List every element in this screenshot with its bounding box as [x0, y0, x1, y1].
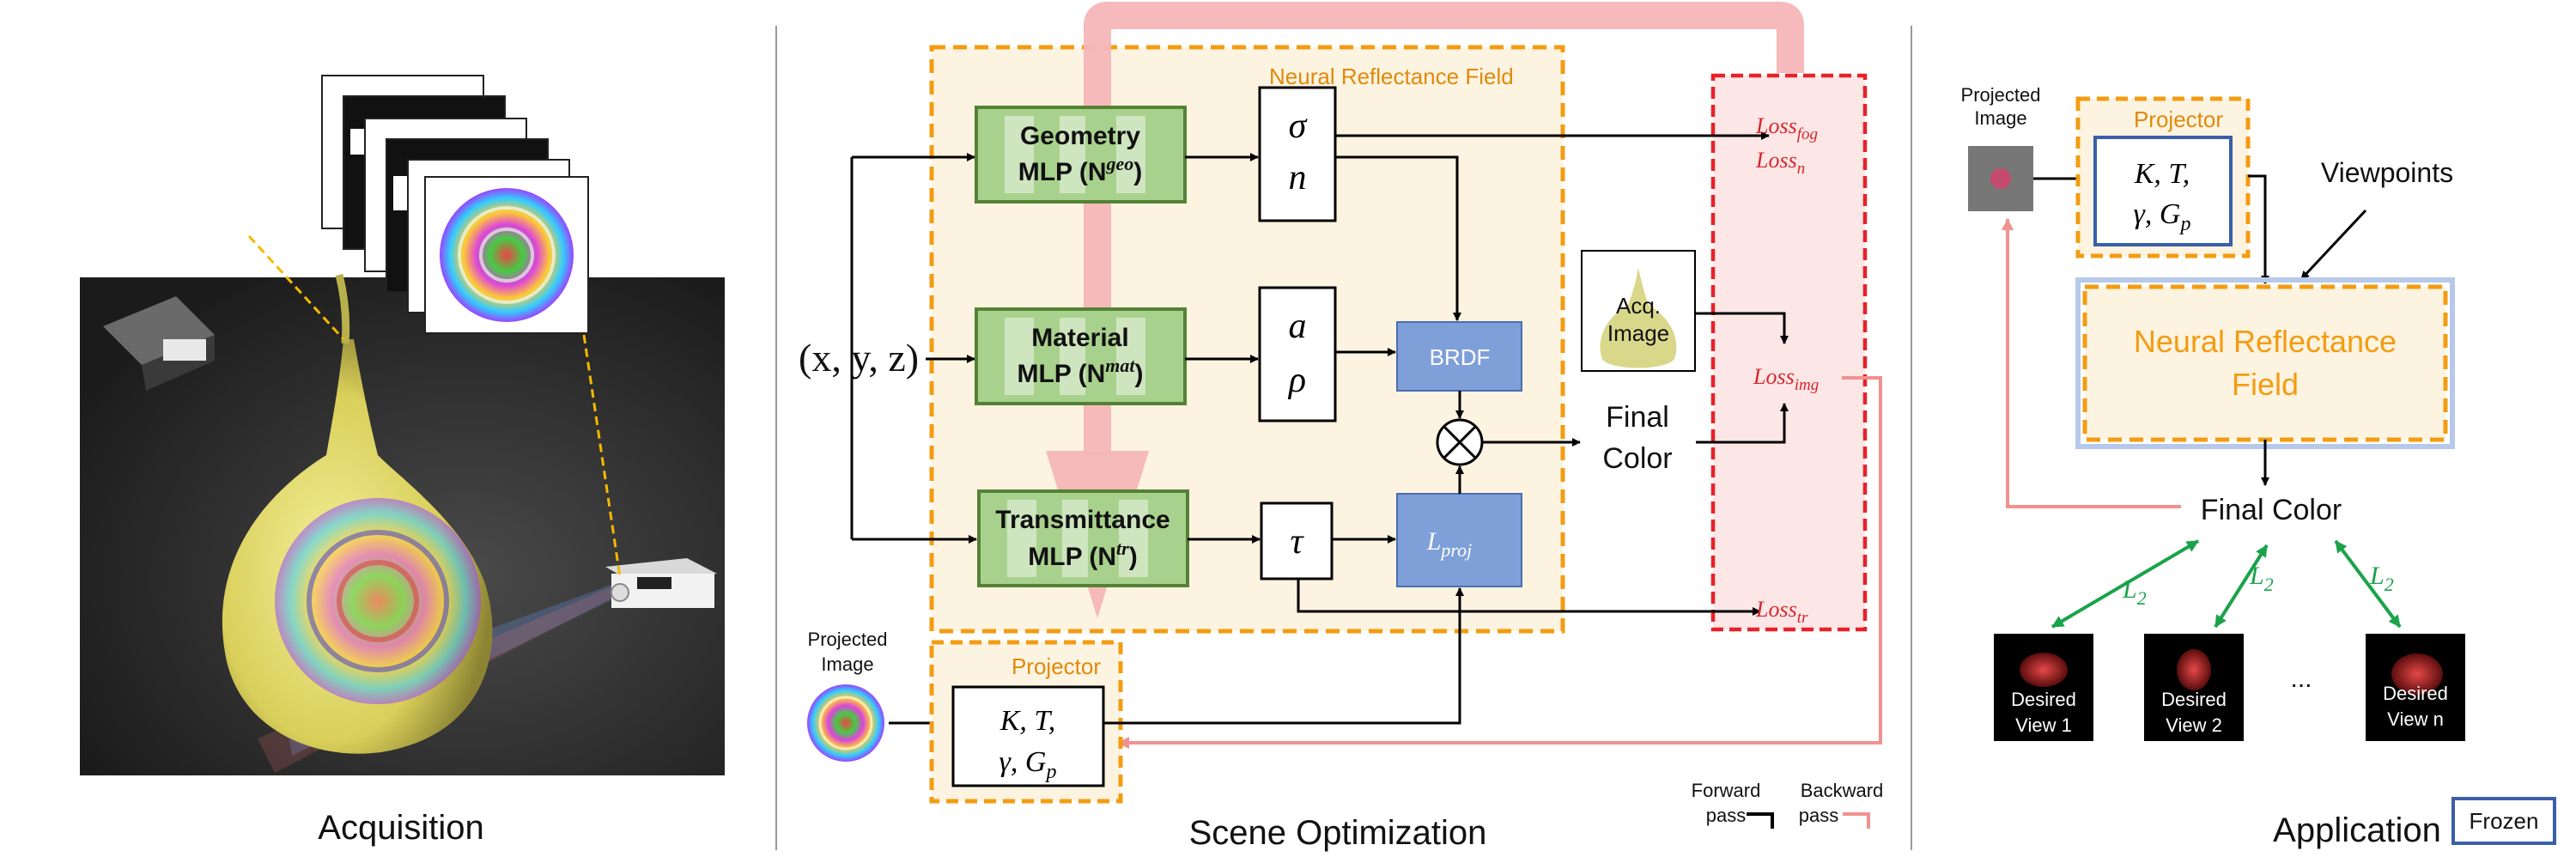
backward-path-projector — [1117, 376, 1882, 749]
app-projected-image-label: Image — [1974, 107, 2026, 129]
l2-label: L2 — [2369, 562, 2394, 595]
transmittance-output-box: τ — [1260, 501, 1334, 580]
frozen-legend-box — [2451, 797, 2556, 845]
projector-label: Projector — [1012, 653, 1101, 679]
svg-text:Acq.: Acq. — [1616, 293, 1661, 319]
acquisition-title: Acquisition — [318, 809, 483, 847]
final-color-label: Color — [1602, 442, 1672, 475]
input-coordinates: (x, y, z) — [799, 336, 919, 380]
svg-text:n: n — [1289, 158, 1307, 198]
loss-tr: Losstr — [1755, 597, 1808, 627]
geometry-mlp: Geometry MLP (Ngeo) — [975, 106, 1187, 204]
loss-n: Lossn — [1755, 148, 1805, 178]
scene-optimization-title: Scene Optimization — [1189, 814, 1487, 852]
brdf-label: BRDF — [1430, 344, 1491, 370]
frozen-legend-label: Frozen — [2470, 808, 2539, 834]
app-projector-params-box — [2093, 136, 2233, 246]
desired-view-1: Desired View 1 — [1994, 634, 2093, 741]
application-panel: Projected Image Projector K, T, γ, Gp Vi… — [1961, 84, 2556, 849]
svg-text:γ, Gp: γ, Gp — [2134, 198, 2191, 235]
app-backward-path — [2002, 218, 2181, 508]
svg-text:Geometry: Geometry — [1020, 122, 1140, 150]
svg-text:MLP (Ntr): MLP (Ntr) — [1028, 538, 1137, 571]
l2-arrow — [2214, 544, 2269, 629]
svg-text:Field: Field — [2232, 367, 2299, 402]
acquisition-projector — [605, 558, 717, 608]
multiply-operator — [1436, 418, 1484, 466]
geometry-output-box: σ n — [1258, 86, 1337, 222]
loss-img: Lossimg — [1753, 364, 1819, 394]
viewpoints-label: Viewpoints — [2321, 157, 2453, 188]
scene-optimization-panel: Neural Reflectance Field (x, y, z) Geome… — [799, 1, 1884, 852]
pass-legend: Forward pass Backward pass — [1692, 780, 1884, 829]
svg-text:View 2: View 2 — [2166, 714, 2222, 736]
svg-text:Desired: Desired — [2161, 689, 2227, 710]
svg-text:View 1: View 1 — [2015, 714, 2072, 736]
app-final-color-label: Final Color — [2201, 494, 2342, 526]
app-nrf-box — [2082, 284, 2448, 442]
material-mlp: Material MLP (Nmat) — [975, 307, 1187, 405]
app-projected-image-label: Projected — [1961, 84, 2041, 106]
svg-text:σ: σ — [1289, 106, 1309, 146]
desired-view-n: Desired View n — [2366, 634, 2465, 741]
loss-container — [1710, 73, 1868, 632]
l2-arrow — [2050, 539, 2200, 629]
views-ellipsis: ... — [2290, 665, 2312, 693]
transmittance-mlp: Transmittance MLP (Ntr) — [977, 489, 1189, 587]
svg-text:pass: pass — [1799, 805, 1838, 826]
svg-text:MLP (Ngeo): MLP (Ngeo) — [1018, 153, 1143, 186]
svg-text:Image: Image — [1607, 320, 1669, 346]
l2-label: L2 — [2249, 562, 2274, 595]
pear-object — [222, 273, 493, 754]
desired-view-2: Desired View 2 — [2144, 634, 2244, 741]
brdf-box — [1396, 321, 1522, 392]
svg-text:K, T,: K, T, — [2134, 158, 2190, 190]
svg-text:MLP (Nmat): MLP (Nmat) — [1017, 355, 1143, 388]
acquired-image-thumb: Acq. Image — [1581, 250, 1696, 372]
svg-text:pass: pass — [1706, 805, 1746, 826]
projected-image-label: Image — [821, 653, 873, 675]
projected-image-label: Projected — [808, 629, 888, 650]
svg-text:γ, Gp: γ, Gp — [999, 746, 1057, 783]
final-color-label: Final — [1606, 401, 1669, 434]
svg-text:τ: τ — [1290, 522, 1304, 562]
top-lamp-device — [103, 296, 215, 391]
l2-label: L2 — [2122, 575, 2147, 609]
projection-frustum-line — [247, 234, 345, 341]
svg-text:Backward: Backward — [1801, 780, 1884, 801]
backward-loop — [1084, 1, 1804, 455]
svg-text:a: a — [1289, 307, 1307, 346]
svg-text:Material: Material — [1031, 324, 1128, 352]
app-projector-label: Projector — [2134, 106, 2223, 132]
acquisition-panel: Acquisition — [80, 75, 725, 847]
svg-text:Desired: Desired — [2383, 683, 2448, 704]
projected-pattern-thumb — [807, 684, 884, 762]
projected-pattern-stack — [321, 75, 589, 334]
svg-text:Forward: Forward — [1692, 780, 1761, 801]
projector-params-box — [951, 685, 1105, 787]
loss-fog: Lossfog — [1755, 113, 1818, 143]
nrf-label: Neural Reflectance Field — [1269, 64, 1514, 89]
lproj-box — [1396, 493, 1522, 587]
l2-arrow — [2334, 539, 2402, 629]
material-output-box: a ρ — [1258, 286, 1337, 422]
svg-text:Transmittance: Transmittance — [995, 506, 1170, 534]
svg-text:ρ: ρ — [1287, 361, 1306, 400]
svg-text:Neural Reflectance: Neural Reflectance — [2134, 324, 2397, 359]
svg-text:View n: View n — [2387, 708, 2444, 730]
svg-text:Desired: Desired — [2011, 689, 2076, 710]
application-title: Application — [2273, 811, 2441, 849]
svg-text:K, T,: K, T, — [999, 705, 1056, 737]
lproj-label: Lproj — [1426, 527, 1473, 561]
